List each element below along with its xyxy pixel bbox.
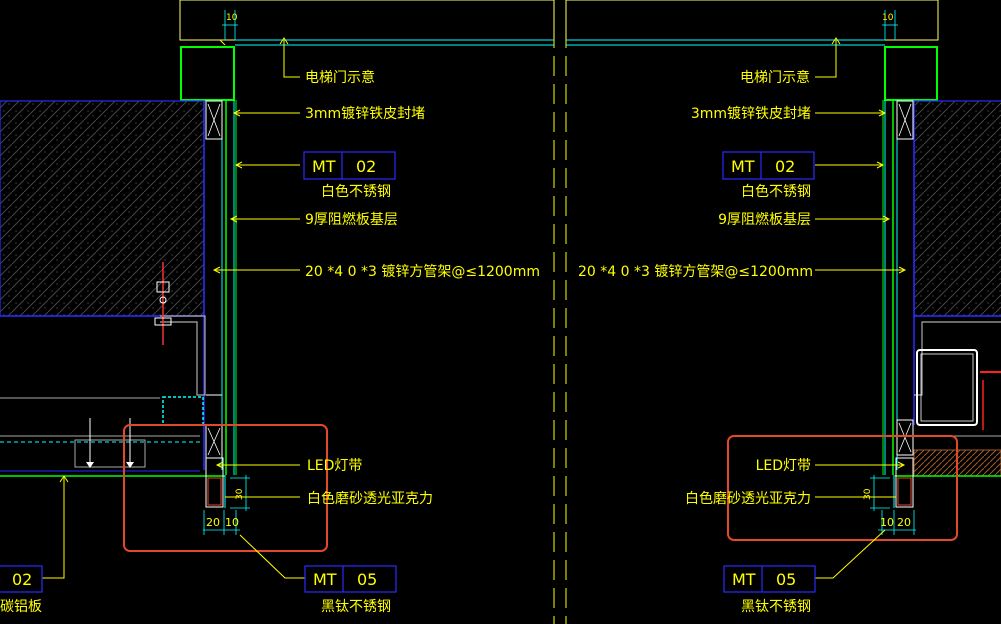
dim-bottom-left-b: 10 xyxy=(225,516,239,529)
mt02-desc-left: 白色不锈钢 xyxy=(321,183,391,200)
wall-hatch-right xyxy=(913,100,1001,317)
label-elevator-door-left: 电梯门示意 xyxy=(305,69,375,86)
anchor-bolt-left xyxy=(154,262,172,345)
mt02-number-left: 02 xyxy=(356,157,376,176)
label-acrylic-left: 白色磨砂透光亚克力 xyxy=(307,490,433,507)
highlight-box-right xyxy=(727,435,958,541)
door-leaf-right xyxy=(884,46,938,101)
edge-tag-number: 02 xyxy=(12,570,32,589)
label-frame-left: 20 *4 0 *3 镀锌方管架@≤1200mm xyxy=(305,263,540,280)
mt02-tag-right xyxy=(722,151,815,180)
label-led-right: LED灯带 xyxy=(756,458,811,474)
right-detail: 10 30 10 20 xyxy=(565,0,1001,615)
dim-bottom-right-b: 20 xyxy=(897,516,911,529)
mt05-code-left: MT xyxy=(313,570,337,589)
edge-tag-left xyxy=(0,565,43,593)
dim-led-height-left: 30 xyxy=(235,488,245,500)
label-sealing-left: 3mm镀锌铁皮封堵 xyxy=(305,105,425,122)
highlight-box-left xyxy=(123,424,328,552)
label-fireproof-right: 9厚阻燃板基层 xyxy=(718,211,811,228)
mt02-code-right: MT xyxy=(731,157,755,176)
mt05-desc-left: 黑钛不锈钢 xyxy=(321,599,391,615)
dim-bottom-right-a: 10 xyxy=(880,516,894,529)
led-box-right xyxy=(895,457,914,508)
edge-tag-desc: 氟碳铝板 xyxy=(0,599,42,615)
mt05-number-left: 05 xyxy=(357,570,377,589)
mt05-number-right: 05 xyxy=(776,570,796,589)
mt05-desc-right: 黑钛不锈钢 xyxy=(741,599,811,615)
dim-led-height-right: 30 xyxy=(863,488,873,500)
label-elevator-door-right: 电梯门示意 xyxy=(740,69,810,86)
left-detail: 10 xyxy=(0,0,555,615)
label-sealing-right: 3mm镀锌铁皮封堵 xyxy=(691,105,811,122)
door-leaf-left xyxy=(180,46,235,101)
mt05-code-right: MT xyxy=(732,570,756,589)
mt02-tag-left xyxy=(303,151,396,180)
label-led-left: LED灯带 xyxy=(307,458,362,474)
led-box-left xyxy=(205,457,224,508)
steel-channel-right xyxy=(916,349,978,426)
label-acrylic-right: 白色磨砂透光亚克力 xyxy=(685,490,811,507)
mt02-number-right: 02 xyxy=(775,157,795,176)
mt02-desc-right: 白色不锈钢 xyxy=(741,183,811,200)
mt05-tag-right xyxy=(723,565,816,593)
dim-top-right: 10 xyxy=(882,13,894,23)
label-fireproof-left: 9厚阻燃板基层 xyxy=(305,211,398,228)
dim-top-left: 10 xyxy=(226,13,238,23)
dim-bottom-left-a: 20 xyxy=(206,516,220,529)
label-frame-right: 20 *4 0 *3 镀锌方管架@≤1200mm xyxy=(578,263,813,280)
mt02-code-left: MT xyxy=(312,157,336,176)
mt05-tag-left xyxy=(304,565,397,593)
wall-hatch-left xyxy=(0,100,205,317)
